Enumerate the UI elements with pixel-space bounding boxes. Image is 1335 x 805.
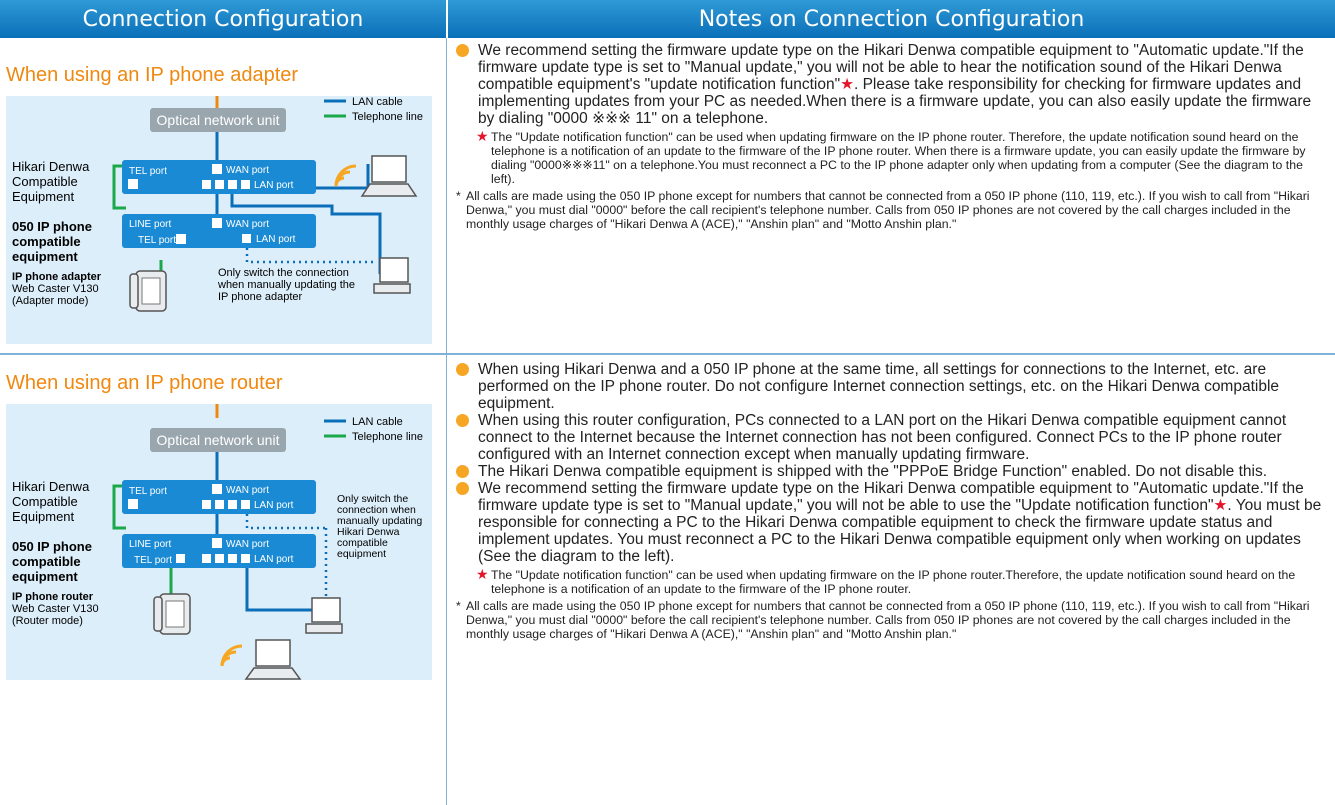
wifi-icon: [334, 164, 357, 187]
device1-tel: TEL port: [129, 166, 167, 177]
section-divider: [0, 353, 1335, 355]
header-connection-configuration: Connection Configuration: [0, 0, 446, 38]
device2-tel: TEL port: [134, 555, 172, 566]
device2-label-1: 050 IP phone: [12, 539, 92, 554]
footnote: * All calls are made using the 050 IP ph…: [456, 599, 1310, 641]
switch-note-1: Only switch the connection: [218, 267, 349, 279]
device1-label-3: Equipment: [12, 189, 75, 204]
device2-line: LINE port: [129, 219, 171, 230]
device2-line: LINE port: [129, 539, 171, 550]
switch-note-3: manually updating: [337, 515, 422, 527]
device1-box: [122, 160, 316, 194]
model-label-3: (Router mode): [12, 615, 83, 627]
switch-note-2: when manually updating the: [217, 279, 355, 291]
device2-lan: LAN port: [256, 234, 296, 245]
switch-note-2: connection when: [337, 504, 416, 516]
legend-tel: Telephone line: [352, 111, 423, 123]
bullet-icon: [456, 465, 469, 478]
legend-tel: Telephone line: [352, 431, 423, 443]
bullet-icon: [456, 363, 469, 376]
model-label-2: Web Caster V130: [12, 603, 99, 615]
switch-note-4: Hikari Denwa: [337, 526, 400, 538]
note-item: We recommend setting the firmware update…: [456, 480, 1324, 565]
telephone-icon: [129, 270, 167, 312]
device1-wan: WAN port: [226, 485, 269, 496]
device1-label-1: Hikari Denwa: [12, 159, 90, 174]
device2-box: [122, 534, 316, 568]
device1-wan: WAN port: [226, 165, 269, 176]
star-icon: ★: [1213, 497, 1228, 514]
onu-label: Optical network unit: [157, 432, 280, 448]
note-item: When using this router configuration, PC…: [456, 412, 1324, 463]
desktop-pc-icon: [305, 597, 343, 634]
switch-note-3: IP phone adapter: [218, 291, 303, 303]
legend-lan: LAN cable: [352, 96, 403, 108]
device2-label-1: 050 IP phone: [12, 219, 92, 234]
bullet-icon: [456, 482, 469, 495]
section1-title: When using an IP phone adapter: [6, 64, 299, 86]
device1-tel: TEL port: [129, 486, 167, 497]
star-icon: ★: [840, 76, 854, 93]
device1-lan: LAN port: [254, 500, 294, 511]
device2-wan: WAN port: [226, 219, 269, 230]
section2-notes: When using Hikari Denwa and a 050 IP pho…: [456, 361, 1324, 641]
device1-label-2: Compatible: [12, 174, 78, 189]
footnote: * All calls are made using the 050 IP ph…: [456, 189, 1310, 231]
switch-note-5: compatible: [337, 537, 388, 549]
model-label-2: Web Caster V130: [12, 283, 99, 295]
laptop-icon: [244, 639, 302, 680]
bullet-icon: [456, 44, 469, 57]
laptop-icon: [360, 155, 418, 197]
star-icon: ★: [476, 566, 489, 582]
legend-lan: LAN cable: [352, 416, 403, 428]
device2-label-3: equipment: [12, 249, 78, 264]
column-divider: [446, 38, 447, 805]
model-label-3: (Adapter mode): [12, 295, 88, 307]
device2-box: [122, 214, 316, 248]
note-item: When using Hikari Denwa and a 050 IP pho…: [456, 361, 1324, 412]
section2-title: When using an IP phone router: [6, 372, 283, 394]
device2-label-2: compatible: [12, 234, 81, 249]
switch-note-1: Only switch the: [337, 493, 408, 505]
model-label-1: IP phone adapter: [12, 271, 102, 283]
device1-label-1: Hikari Denwa: [12, 479, 90, 494]
device2-wan: WAN port: [226, 539, 269, 550]
onu-label: Optical network unit: [157, 112, 280, 128]
bullet-icon: [456, 414, 469, 427]
router-diagram: Optical network unit LAN cable Telephone…: [6, 404, 432, 680]
device1-label-3: Equipment: [12, 509, 75, 524]
device2-tel: TEL port: [138, 235, 176, 246]
onu-box: [150, 428, 286, 452]
model-label-1: IP phone router: [12, 591, 94, 603]
star-note: ★ The "Update notification function" can…: [476, 128, 1306, 186]
star-icon: ★: [476, 128, 489, 144]
device2-lan: LAN port: [254, 554, 294, 565]
desktop-pc-icon: [373, 257, 411, 294]
section1-notes: We recommend setting the firmware update…: [456, 42, 1324, 231]
device1-label-2: Compatible: [12, 494, 78, 509]
device1-box: [122, 480, 316, 514]
telephone-icon: [153, 593, 191, 635]
note-item: We recommend setting the firmware update…: [456, 42, 1324, 127]
device2-label-3: equipment: [12, 569, 78, 584]
note-item: The Hikari Denwa compatible equipment is…: [456, 463, 1324, 480]
onu-box: [150, 108, 286, 132]
star-note: ★ The "Update notification function" can…: [476, 566, 1296, 596]
wifi-icon: [220, 644, 243, 667]
header-notes: Notes on Connection Configuration: [448, 0, 1335, 38]
switch-note-6: equipment: [337, 548, 386, 560]
adapter-diagram: Optical network unit LAN cable Telephone…: [6, 96, 432, 344]
device1-lan: LAN port: [254, 180, 294, 191]
device2-label-2: compatible: [12, 554, 81, 569]
